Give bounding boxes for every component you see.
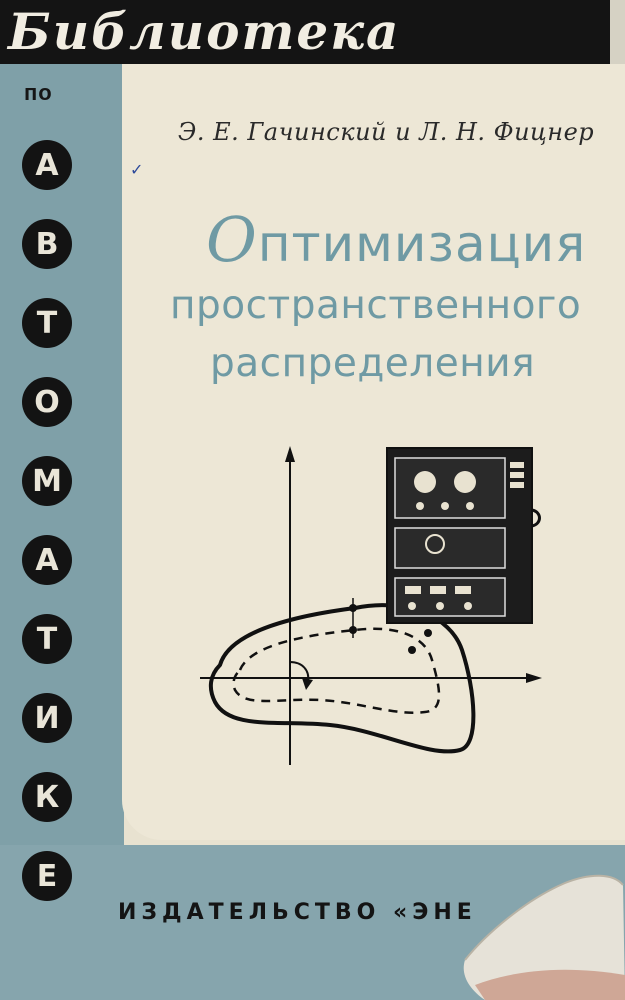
cover-illustration	[200, 446, 542, 765]
series-banner: Библиотека	[0, 0, 610, 64]
title-line-1-rest: птимизация	[257, 215, 587, 273]
series-letter-circle: К	[22, 772, 72, 822]
banner-edge	[610, 0, 625, 64]
series-title: Библиотека	[8, 2, 401, 61]
series-prefix: по	[24, 80, 53, 105]
series-letter-circle: И	[22, 693, 72, 743]
instrument-rack	[386, 447, 541, 624]
title-line-1: Оптимизация	[206, 209, 587, 274]
title-line-2: пространственного	[170, 283, 582, 328]
publisher: ИЗДАТЕЛЬСТВО «ЭНЕ	[118, 900, 477, 925]
pen-mark: ✓	[130, 160, 144, 179]
series-letter-circle: А	[22, 535, 72, 585]
series-letter-circle: Т	[22, 614, 72, 664]
rotation-arrow	[289, 661, 310, 683]
point-3	[424, 629, 432, 637]
series-letter-circle: А	[22, 140, 72, 190]
title-line-3: распределения	[210, 341, 536, 386]
y-axis-arrow	[285, 446, 295, 462]
series-letter-circle: Т	[22, 298, 72, 348]
title-initial: О	[206, 203, 258, 276]
outer-contour	[208, 603, 476, 754]
cover-panel	[122, 64, 625, 840]
series-letter-circle: В	[22, 219, 72, 269]
point-4	[408, 646, 416, 654]
series-letter-circle: М	[22, 456, 72, 506]
authors: Э. Е. Гачинский и Л. Н. Фицнер	[178, 118, 595, 146]
series-letter-circle: Е	[22, 851, 72, 901]
series-letter-circle: О	[22, 377, 72, 427]
x-axis-arrow	[526, 673, 542, 683]
inner-contour	[232, 627, 441, 714]
side-stripe	[0, 64, 124, 1000]
torn-corner	[463, 874, 625, 1000]
